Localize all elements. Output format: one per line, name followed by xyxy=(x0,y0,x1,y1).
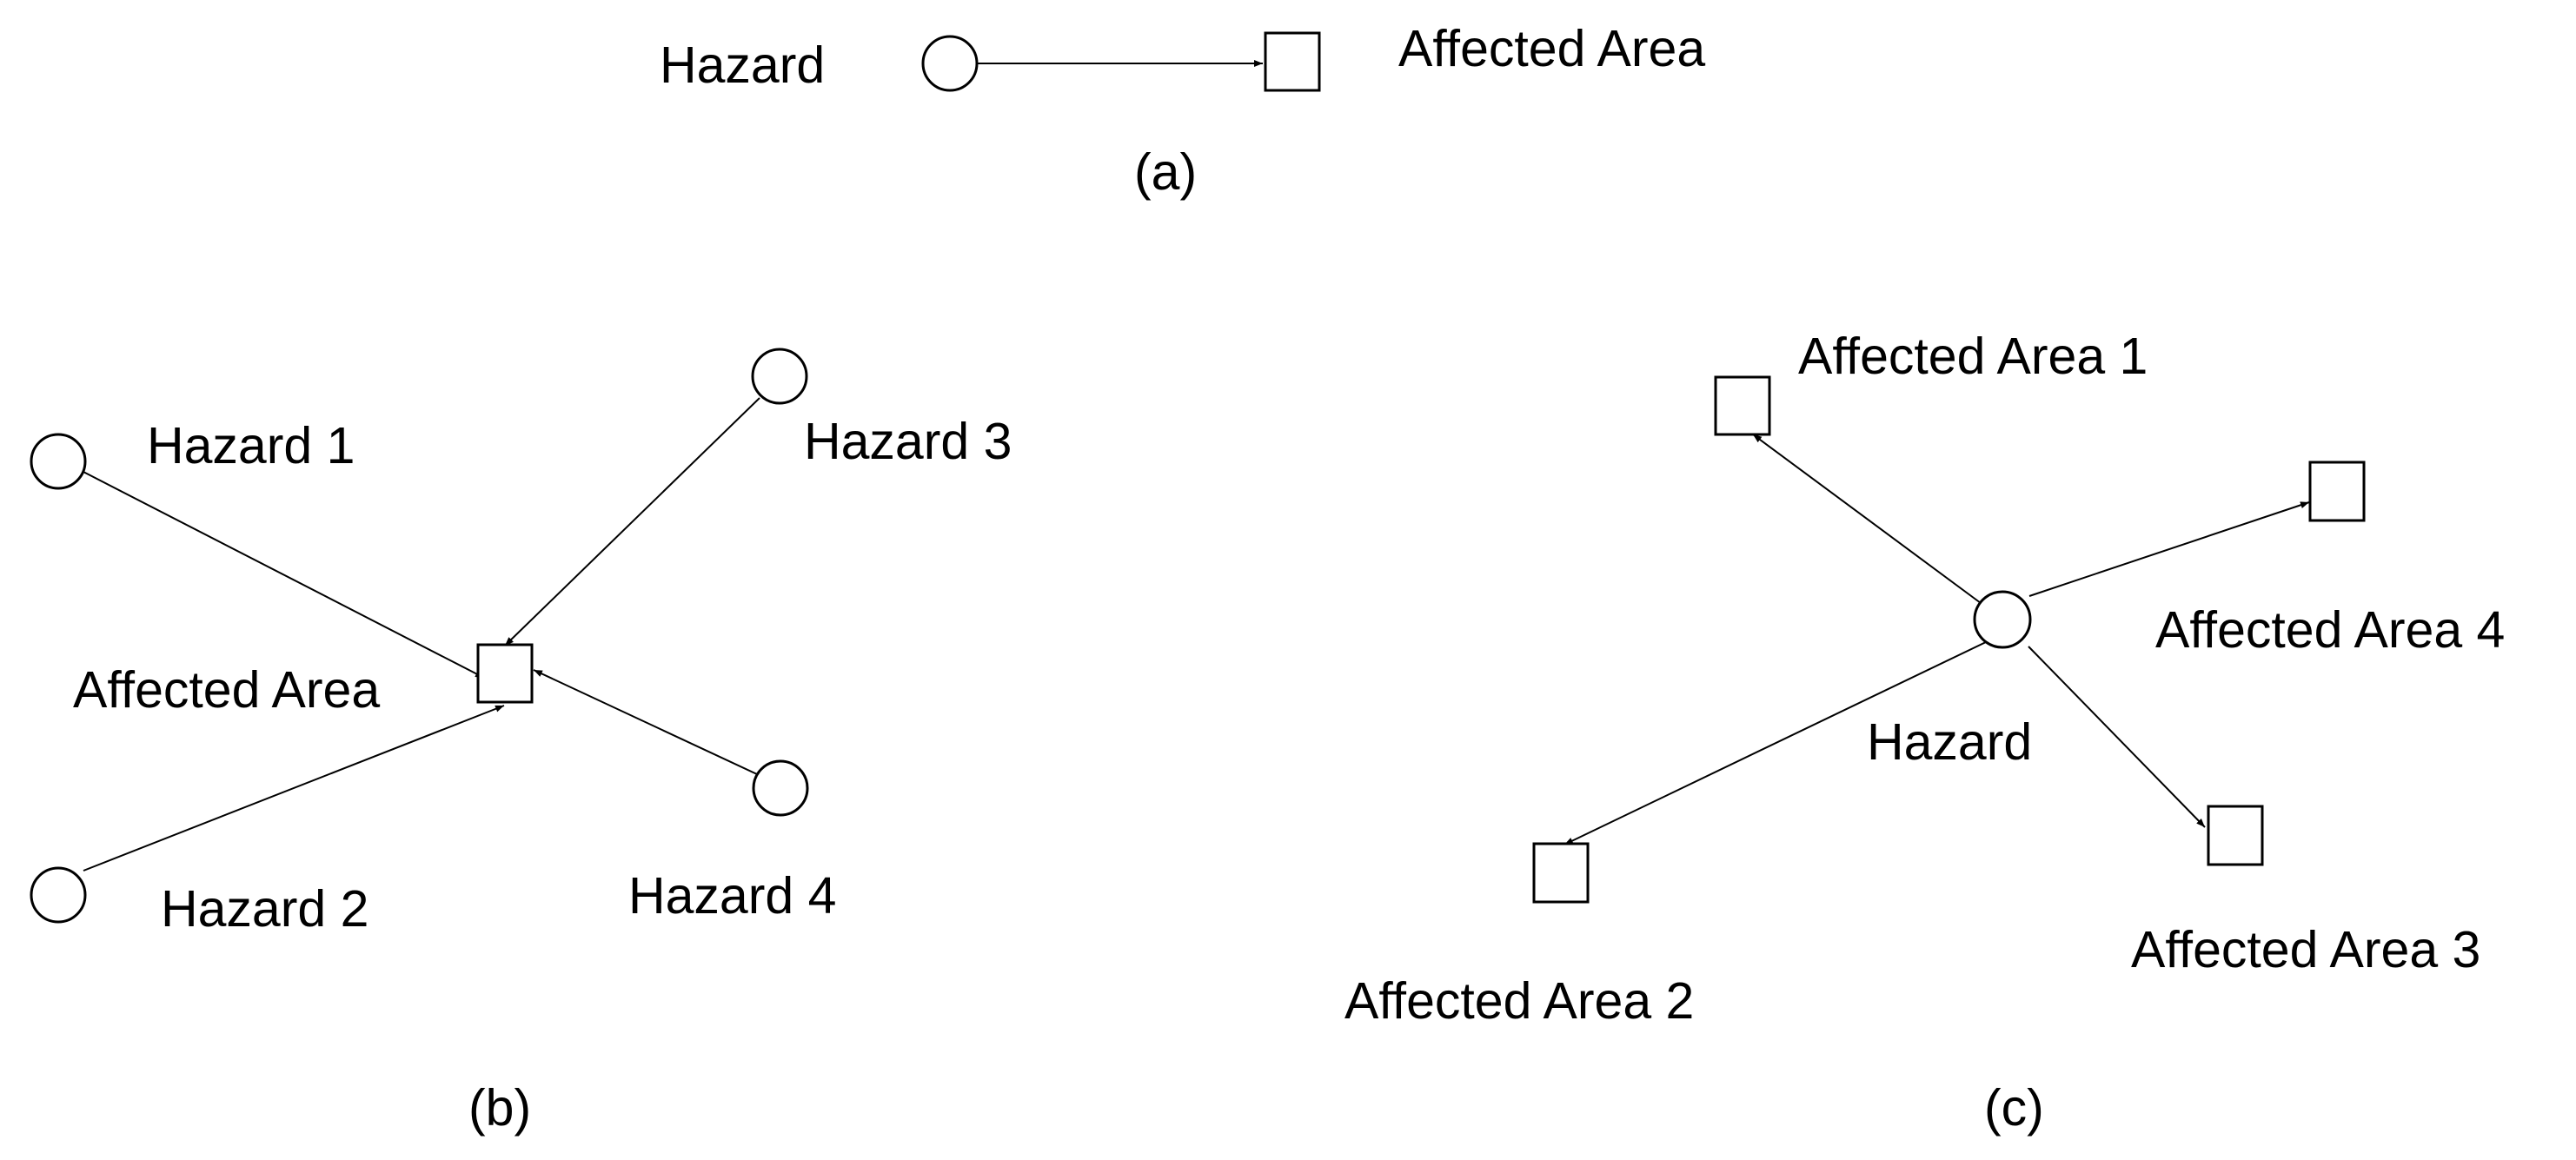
hazard-2-node xyxy=(30,866,87,924)
hazard-2-label: Hazard 2 xyxy=(161,880,368,938)
edge-hazard-to-area-1 xyxy=(1752,434,1982,604)
hazard-4-label: Hazard 4 xyxy=(628,867,836,925)
affected-area-node xyxy=(1264,31,1321,92)
hazard-1-node xyxy=(30,433,87,490)
panel-b: Hazard 1 Hazard 2 Hazard 3 Hazard 4 Affe… xyxy=(30,348,1012,1137)
hazard-3-label: Hazard 3 xyxy=(804,413,1012,470)
affected-area-4-node xyxy=(2308,461,2366,522)
hazard-node xyxy=(1973,590,2032,649)
panel-b-caption: (b) xyxy=(468,1079,531,1137)
affected-area-4-label: Affected Area 4 xyxy=(2155,601,2505,659)
hazard-4-node xyxy=(752,759,809,817)
affected-area-1-node xyxy=(1714,375,1771,436)
affected-area-3-label: Affected Area 3 xyxy=(2131,921,2480,978)
hazard-label: Hazard xyxy=(1867,713,2032,771)
hazard-3-node xyxy=(751,348,808,405)
hazard-label: Hazard xyxy=(660,36,825,94)
edge-hazard-to-area-2 xyxy=(1564,640,1988,845)
panel-c-caption: (c) xyxy=(1984,1079,2044,1137)
affected-area-2-node xyxy=(1532,842,1590,904)
panel-c: Affected Area 1 Affected Area 2 Affected… xyxy=(1344,328,2505,1137)
edge-hazard-to-area-4 xyxy=(2028,501,2310,597)
edge-hazard-1-to-area xyxy=(81,470,485,679)
panel-a-caption: (a) xyxy=(1134,143,1197,201)
edge-hazard-to-area-3 xyxy=(2028,646,2206,828)
edge-hazard-4-to-area xyxy=(533,669,758,775)
panel-a: Hazard Affected Area (a) xyxy=(660,20,1705,201)
affected-area-2-label: Affected Area 2 xyxy=(1344,972,1694,1030)
affected-area-3-node xyxy=(2207,805,2264,866)
edge-hazard-2-to-area xyxy=(83,705,505,872)
edge-hazard-3-to-area xyxy=(504,397,760,646)
hazard-1-label: Hazard 1 xyxy=(147,417,355,474)
affected-area-label: Affected Area xyxy=(73,661,380,719)
affected-area-1-label: Affected Area 1 xyxy=(1798,328,2148,385)
affected-area-label: Affected Area xyxy=(1398,20,1705,77)
hazard-node xyxy=(921,35,979,92)
affected-area-node xyxy=(476,643,534,704)
